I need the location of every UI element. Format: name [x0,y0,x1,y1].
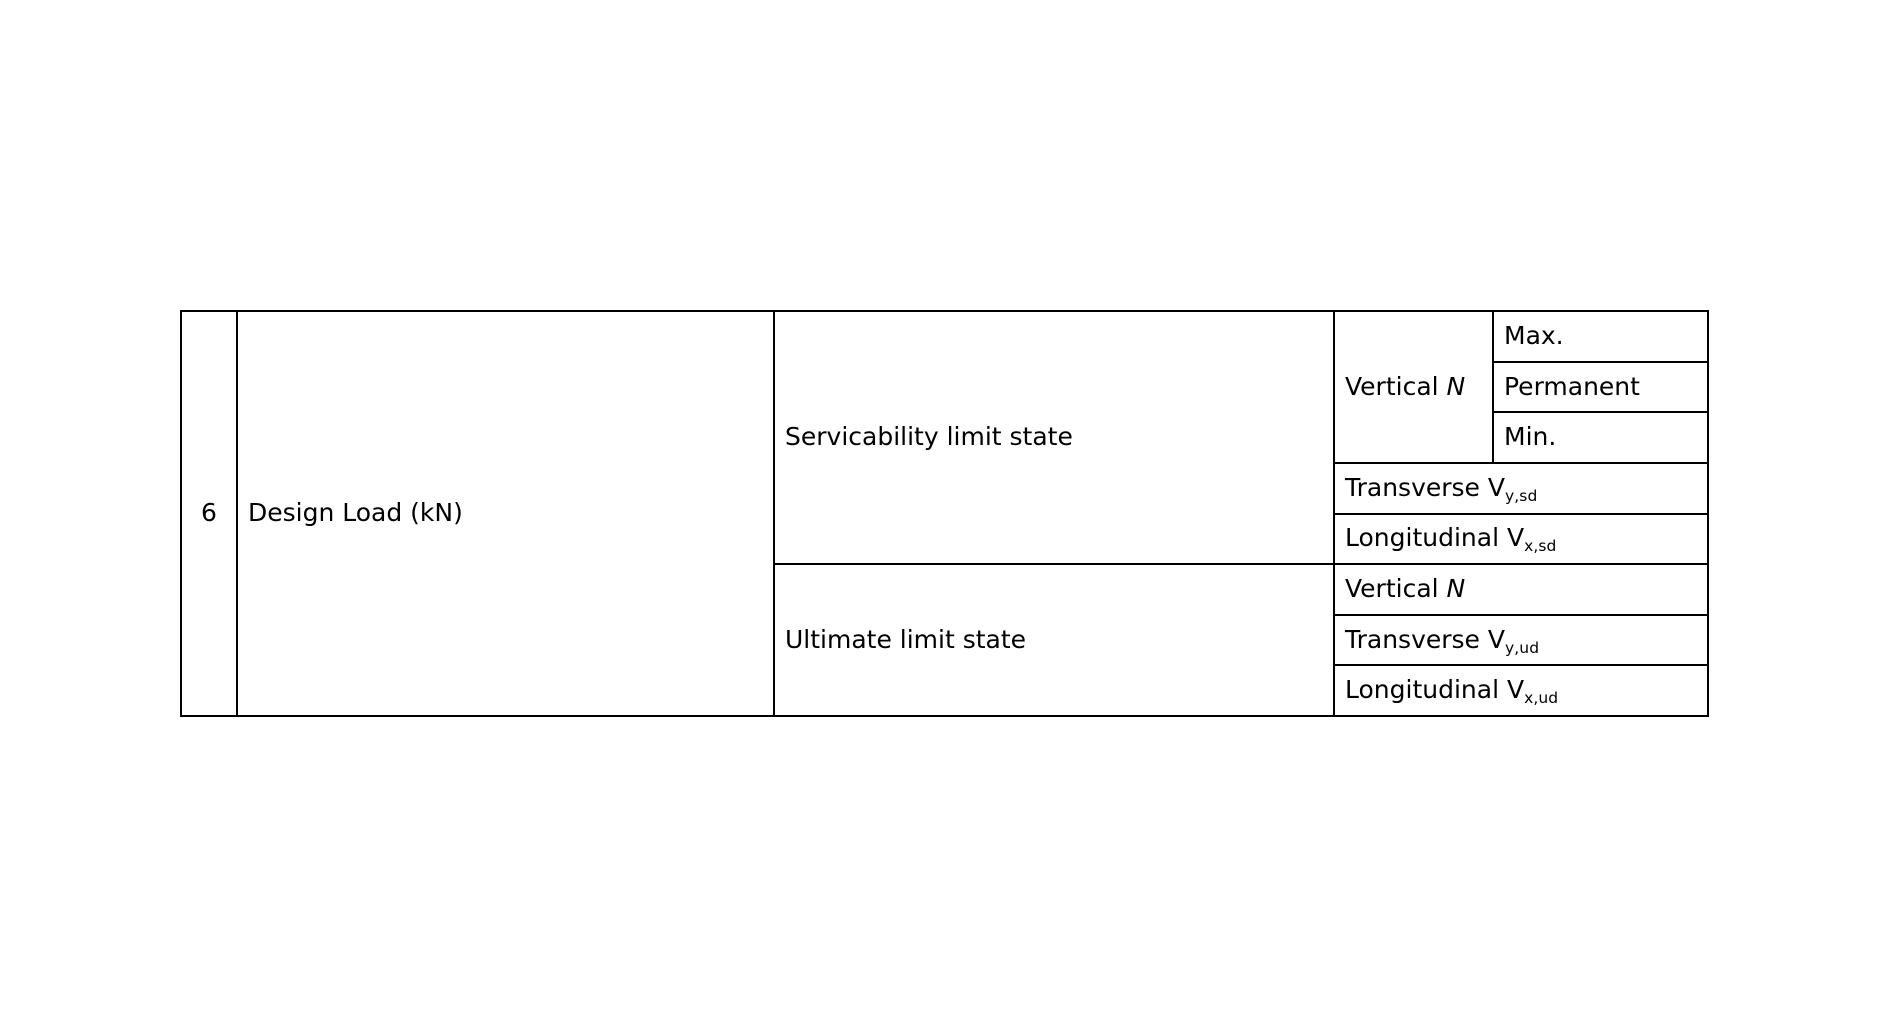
uls-transverse-subscript: y,ud [1504,638,1540,657]
table-row: Longitudinal Vx,sd [181,512,1709,566]
uls-longitudinal-subscript: x,ud [1524,689,1559,708]
sls-longitudinal-subscript: x,sd [1524,537,1557,556]
cell-uls-longitudinal: Longitudinal Vx,ud [1333,664,1709,717]
sls-transverse-text: Transverse V [1345,472,1505,502]
uls-vertical-symbol: N [1446,574,1466,604]
cell-sls-longitudinal: Longitudinal Vx,sd [1333,512,1709,566]
table-row: Min. [181,411,1709,464]
cell-uls-vertical: Vertical N [1333,563,1709,616]
uls-vertical-text: Vertical [1345,574,1439,604]
sls-longitudinal-text: Longitudinal V [1345,523,1525,553]
table-row: Longitudinal Vx,ud [181,664,1709,717]
cell-ultimate-limit-state: Ultimate limit state [773,563,1335,717]
table-row: 6 Design Load (kN) Servicability limit s… [180,309,1709,717]
cell-sls-transverse: Transverse Vy,sd [1333,461,1709,515]
design-load-table-container: 6 Design Load (kN) Servicability limit s… [180,309,1709,717]
cell-sls-vertical-max: Max. [1492,310,1709,363]
uls-longitudinal-text: Longitudinal V [1345,675,1525,705]
sls-transverse-subscript: y,sd [1504,486,1538,505]
table-row: Transverse Vy,sd [181,461,1709,515]
cell-servicability-limit-state: Servicability limit state [773,309,1335,566]
design-load-table: 6 Design Load (kN) Servicability limit s… [180,309,1709,717]
uls-transverse-text: Transverse V [1345,624,1505,654]
sls-vertical-symbol: N [1446,371,1466,401]
table-row: Transverse Vy,ud [181,613,1709,667]
cell-row-index: 6 [180,310,238,717]
cell-sls-vertical-min: Min. [1492,411,1709,464]
table-row: Ultimate limit state Vertical N [181,563,1709,717]
cell-sls-vertical-permanent: Permanent [1492,360,1709,414]
cell-item-label: Design Load (kN) [236,310,775,717]
cell-uls-transverse: Transverse Vy,ud [1333,613,1709,667]
sls-vertical-text: Vertical [1345,371,1439,401]
cell-sls-vertical: Vertical N [1333,310,1494,464]
table-row: Permanent [181,360,1709,414]
